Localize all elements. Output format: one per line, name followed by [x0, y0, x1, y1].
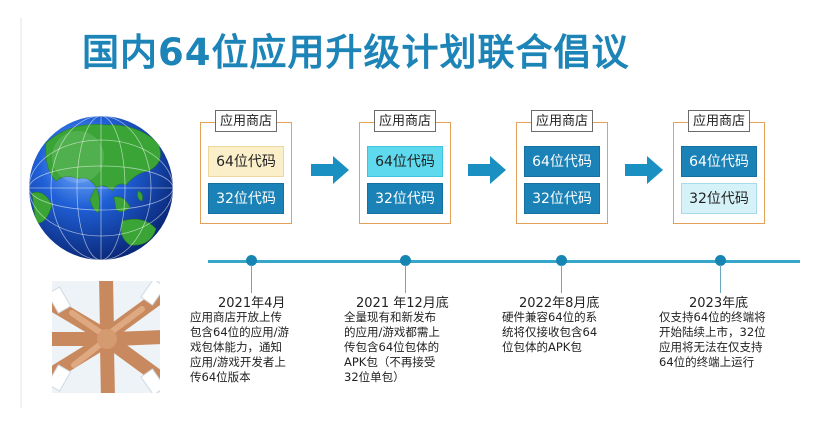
milestone-1-line-5: 传64位版本 [190, 370, 251, 384]
milestone-4-date: 2023年底 [689, 296, 749, 311]
milestone-3-date: 2022年8月底 [519, 296, 600, 311]
milestone-3-line-2: 统将仅接收包含64 [502, 325, 598, 339]
stage-2-64bit-box: 64位代码 [367, 146, 443, 177]
stage-3-store-tag: 应用商店 [531, 110, 593, 132]
milestone-4-line-1: 仅支持64位的终端将 [659, 310, 766, 324]
milestone-4-line-2: 开始陆续上市，32位 [659, 325, 766, 339]
timeline-dot-3 [556, 255, 567, 266]
milestone-1-line-2: 包含64位的应用/游 [190, 325, 290, 339]
stage-1-frame: 64位代码 32位代码 [200, 122, 292, 224]
timeline-stem-2 [405, 265, 406, 293]
stage-4-64bit-box: 64位代码 [681, 146, 757, 177]
stage-2-frame: 64位代码 32位代码 [359, 122, 451, 224]
milestone-1-line-4: 应用/游戏开发者上 [190, 355, 286, 369]
right-arrow-icon [311, 156, 349, 184]
stage-4-store-tag: 应用商店 [688, 110, 750, 132]
stage-1-store-tag: 应用商店 [215, 110, 277, 132]
milestone-3-line-3: 位包体的APK包 [502, 340, 582, 354]
timeline-dot-2 [400, 255, 411, 266]
milestone-1-line-3: 戏包体能力，通知 [190, 340, 282, 354]
stage-4-32bit-box: 32位代码 [681, 183, 757, 214]
milestone-2-description: 全量现有和新发布 的应用/游戏都需上 传包含64位包体的 APK包（不再接受 3… [344, 310, 440, 385]
milestone-1-date: 2021年4月 [218, 296, 286, 311]
timeline-stem-1 [251, 265, 252, 293]
milestone-3-description: 硬件兼容64位的系 统将仅接收包含64 位包体的APK包 [502, 310, 597, 355]
milestone-4-line-3: 应用将无法在仅支持 [659, 340, 763, 354]
timeline-dot-4 [715, 255, 726, 266]
milestone-1-line-1: 应用商店开放上传 [190, 310, 282, 324]
milestone-2-line-4: APK包（不再接受 [344, 355, 436, 369]
stage-3-frame: 64位代码 32位代码 [516, 122, 608, 224]
stage-4-frame: 64位代码 32位代码 [673, 122, 765, 224]
milestone-4-line-4: 64位的终端上运行 [659, 355, 755, 369]
milestone-2-line-1: 全量现有和新发布 [344, 310, 436, 324]
stage-2-store-tag: 应用商店 [374, 110, 436, 132]
stage-3-32bit-box: 32位代码 [524, 183, 600, 214]
milestone-2-line-3: 传包含64位包体的 [344, 340, 440, 354]
stage-2-32bit-box: 32位代码 [367, 183, 443, 214]
stage-3-64bit-box: 64位代码 [524, 146, 600, 177]
timeline-stem-3 [561, 265, 562, 293]
stage-1-64bit-box: 64位代码 [208, 146, 284, 177]
milestone-2-line-5: 32位单包） [344, 370, 405, 384]
globe-image [29, 116, 173, 260]
timeline-stem-4 [720, 265, 721, 293]
milestone-2-line-2: 的应用/游戏都需上 [344, 325, 440, 339]
page-title: 国内64位应用升级计划联合倡议 [82, 31, 630, 74]
timeline-line [208, 260, 800, 263]
milestone-1-description: 应用商店开放上传 包含64位的应用/游 戏包体能力，通知 应用/游戏开发者上 传… [190, 310, 289, 385]
right-arrow-icon [625, 156, 663, 184]
stage-1-32bit-box: 32位代码 [208, 183, 284, 214]
timeline-dot-1 [246, 255, 257, 266]
milestone-2-date: 2021 年12月底 [356, 296, 449, 311]
milestone-3-line-1: 硬件兼容64位的系 [502, 310, 598, 324]
left-divider [20, 18, 22, 408]
right-arrow-icon [468, 156, 506, 184]
milestone-4-description: 仅支持64位的终端将 开始陆续上市，32位 应用将无法在仅支持 64位的终端上运… [659, 310, 766, 370]
hands-together-photo [52, 281, 160, 393]
